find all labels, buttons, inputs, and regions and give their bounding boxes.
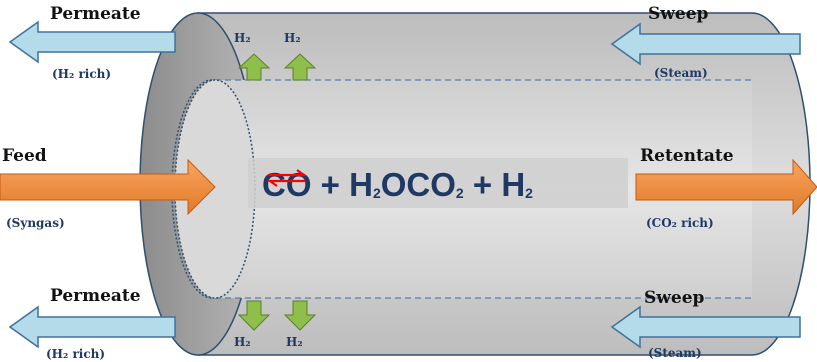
h2-arrow-top-2: [283, 53, 317, 81]
feed-label: Feed: [2, 146, 47, 166]
eq-rhs-2: + H: [463, 166, 526, 203]
eq-rhs-1: CO: [406, 166, 456, 203]
eq-rhs-2-sub: 2: [525, 185, 533, 201]
feed-sublabel: (Syngas): [6, 216, 65, 230]
sweep-top-label: Sweep: [648, 4, 709, 24]
sweep-bottom-sublabel: (Steam): [648, 346, 702, 360]
h2-arrow-bottom-2: [283, 300, 317, 331]
h2-arrow-top-1: [237, 53, 271, 81]
h2-label-top-1: H₂: [234, 31, 251, 45]
permeate-bottom-label: Permeate: [50, 286, 141, 306]
retentate-label: Retentate: [640, 146, 734, 166]
sweep-bottom-label: Sweep: [644, 288, 705, 308]
permeate-bottom-sublabel: (H₂ rich): [46, 347, 106, 361]
h2-label-bottom-1: H₂: [234, 335, 251, 349]
eq-lhs-1-sub: 2: [372, 185, 381, 201]
eq-lhs-1: CO + H: [262, 166, 373, 203]
feed-arrow: [0, 158, 216, 216]
equation-band: [248, 158, 628, 208]
eq-lhs-2: O: [380, 166, 407, 203]
permeate-top-arrow: [8, 20, 176, 64]
sweep-top-sublabel: (Steam): [654, 66, 708, 80]
permeate-top-label: Permeate: [50, 4, 141, 24]
h2-label-top-2: H₂: [284, 31, 301, 45]
permeate-top-sublabel: (H₂ rich): [52, 67, 112, 81]
eq-rhs-1-sub: 2: [455, 185, 464, 201]
h2-arrow-bottom-1: [237, 300, 271, 331]
h2-label-bottom-2: H₂: [286, 335, 303, 349]
equilibrium-arrows-icon: [266, 169, 308, 187]
retentate-sublabel: (CO₂ rich): [646, 216, 714, 230]
retentate-arrow: [635, 158, 817, 216]
sweep-bottom-arrow: [610, 305, 801, 349]
permeate-bottom-arrow: [8, 305, 176, 349]
sweep-top-arrow: [610, 22, 801, 66]
